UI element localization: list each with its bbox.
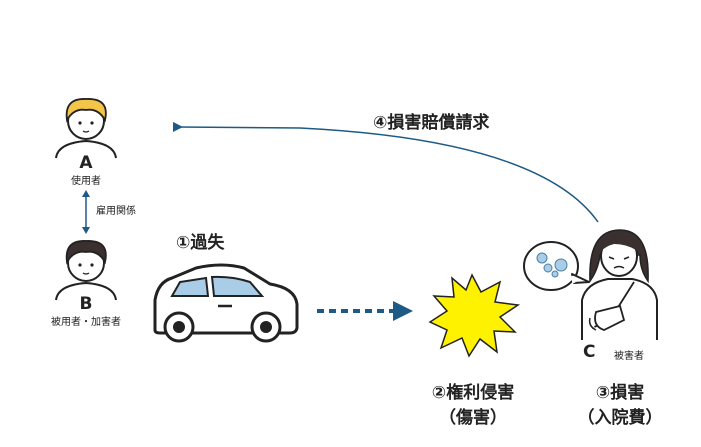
person-a-letter: A: [79, 153, 93, 173]
step2-injury-label: （傷害）: [439, 408, 507, 428]
step2-infringement-label: ②権利侵害: [431, 383, 515, 403]
person-b-letter: B: [79, 294, 93, 314]
person-c-letter: C: [583, 342, 596, 362]
step3-hospital-cost-label: （入院費）: [577, 408, 663, 428]
person-b-icon: [55, 240, 117, 301]
person-c-role: 被害者: [614, 351, 644, 362]
collision-burst-icon: [428, 273, 521, 358]
person-c-icon: [581, 229, 658, 340]
employment-relation-label: 雇用関係: [96, 206, 136, 217]
claim-arrow: [172, 121, 599, 223]
step4-claim-label: ④損害賠償請求: [373, 113, 490, 133]
person-b-role: 被用者・加害者: [51, 317, 121, 328]
person-a-icon: [55, 98, 117, 159]
impact-arrow: [317, 301, 413, 321]
employment-arrow: [82, 190, 90, 234]
pain-bubble-icon: [523, 241, 590, 291]
person-a-role: 使用者: [71, 176, 101, 187]
step1-negligence-label: ①過失: [176, 233, 225, 253]
car-icon: [153, 263, 299, 343]
step3-damage-label: ③損害: [595, 383, 645, 403]
